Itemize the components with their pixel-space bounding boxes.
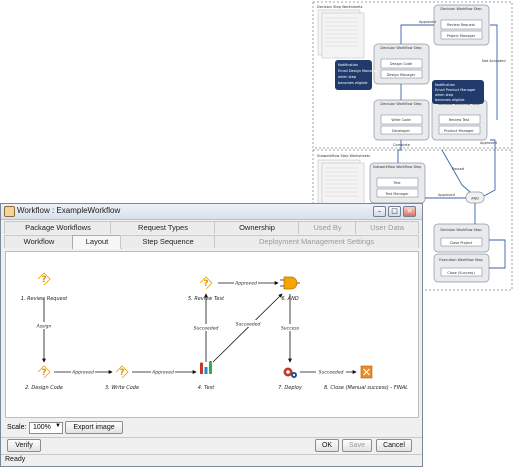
workflow-window: Workflow : ExampleWorkflow – □ × Package… bbox=[0, 203, 423, 467]
decision-question-icon[interactable]: ? bbox=[115, 365, 129, 379]
deploy-gear-icon[interactable] bbox=[283, 367, 298, 379]
svg-text:AND: AND bbox=[471, 197, 479, 201]
maximize-button[interactable]: □ bbox=[388, 206, 401, 217]
status-divider bbox=[1, 454, 422, 455]
node-deploy-label: 7. Deploy bbox=[278, 385, 303, 391]
close-button[interactable]: × bbox=[403, 206, 416, 217]
tab-workflow[interactable]: Workflow bbox=[4, 235, 73, 248]
svg-text:Notification: Notification bbox=[435, 83, 455, 87]
node-design-code-label: 2. Design Code bbox=[25, 385, 63, 391]
bg-notification-left bbox=[335, 60, 372, 90]
node-close-label: 8. Close (Manual success) - FINAL bbox=[324, 385, 408, 391]
verify-button[interactable]: Verify bbox=[7, 439, 41, 452]
window-title: Workflow : ExampleWorkflow bbox=[17, 206, 121, 215]
svg-text:?: ? bbox=[203, 279, 208, 289]
tab-request-types[interactable]: Request Types bbox=[110, 221, 215, 234]
save-button: Save bbox=[342, 439, 372, 452]
svg-text:?: ? bbox=[41, 275, 46, 285]
svg-text:Write Code: Write Code bbox=[391, 118, 410, 122]
svg-text:Not Accepted: Not Accepted bbox=[482, 59, 506, 63]
tab-user-data: User Data bbox=[355, 221, 419, 234]
svg-text:Test: Test bbox=[393, 181, 402, 185]
svg-text:Notification: Notification bbox=[338, 63, 358, 67]
svg-text:when step: when step bbox=[435, 93, 454, 97]
decision-question-icon[interactable]: ? bbox=[199, 276, 213, 290]
status-text: Ready bbox=[5, 456, 26, 463]
decision-steps-group bbox=[312, 1, 513, 149]
node-review-test-label: 5. Review Test bbox=[188, 296, 225, 302]
svg-text:Design Code: Design Code bbox=[390, 62, 412, 66]
svg-text:Review Request: Review Request bbox=[447, 23, 475, 27]
workflow-icon bbox=[4, 206, 15, 217]
bg-notification-right bbox=[432, 80, 484, 104]
svg-text:Complete: Complete bbox=[393, 143, 410, 147]
svg-text:becomes eligible: becomes eligible bbox=[435, 98, 465, 102]
svg-text:Execution Workflow Step: Execution Workflow Step bbox=[439, 258, 483, 262]
edge-label-assign: Assign bbox=[36, 324, 52, 330]
svg-text:Subworkflow Workflow Step: Subworkflow Workflow Step bbox=[373, 165, 422, 169]
svg-text:Design Manager: Design Manager bbox=[387, 73, 416, 77]
title-bar[interactable]: Workflow : ExampleWorkflow – □ × bbox=[1, 204, 422, 220]
chevron-down-icon: ▼ bbox=[55, 423, 61, 429]
svg-text:Decision Workflow Step: Decision Workflow Step bbox=[380, 46, 422, 50]
edge-label-success: Success bbox=[281, 326, 300, 332]
svg-text:Decision Workflow Step: Decision Workflow Step bbox=[380, 102, 422, 106]
ok-button[interactable]: OK bbox=[315, 439, 339, 452]
workflow-graph: Assign Approved Approved Succeeded Succe… bbox=[21, 272, 408, 391]
svg-text:Approved: Approved bbox=[480, 141, 497, 145]
minimize-button[interactable]: – bbox=[373, 206, 386, 217]
subworkflow-group-label: Subworkflow Step Worksheets bbox=[317, 154, 370, 158]
edge-label-succeeded-4-6: Succeeded bbox=[236, 322, 261, 328]
scale-value: 100% bbox=[33, 424, 51, 431]
tab-used-by: Used By bbox=[298, 221, 356, 234]
svg-text:Decision Workflow Step: Decision Workflow Step bbox=[440, 228, 482, 232]
svg-text:Product Manager: Product Manager bbox=[444, 129, 474, 133]
decision-group-label: Decision Step Worksheets bbox=[317, 5, 363, 9]
decision-question-icon[interactable]: ? bbox=[37, 272, 51, 286]
edge-label-approved-3-4: Approved bbox=[151, 370, 174, 376]
svg-text:Approved: Approved bbox=[419, 20, 436, 24]
svg-text:Test Manager: Test Manager bbox=[384, 192, 409, 196]
svg-text:?: ? bbox=[41, 368, 46, 378]
node-and-label: 6. AND bbox=[281, 296, 299, 302]
svg-text:Developer: Developer bbox=[392, 129, 411, 133]
svg-text:Email Product Manager: Email Product Manager bbox=[435, 88, 476, 92]
edge-test-to-and bbox=[212, 293, 283, 363]
edge-label-approved-5-6: Approved bbox=[234, 281, 257, 287]
svg-text:when step: when step bbox=[338, 75, 357, 79]
tab-deployment-management-settings: Deployment Management Settings bbox=[214, 235, 419, 248]
layout-canvas[interactable]: Assign Approved Approved Succeeded Succe… bbox=[5, 251, 419, 418]
svg-text:Decision Workflow Step: Decision Workflow Step bbox=[440, 7, 482, 11]
tab-strip: Package Workflows Request Types Ownershi… bbox=[4, 220, 419, 250]
cancel-button[interactable]: Cancel bbox=[376, 439, 412, 452]
svg-text:Review Test: Review Test bbox=[449, 118, 470, 122]
decision-question-icon[interactable]: ? bbox=[37, 365, 51, 379]
subworkflow-icon[interactable] bbox=[199, 360, 213, 374]
node-test-label: 4. Test bbox=[198, 385, 215, 391]
svg-text:Passed: Passed bbox=[452, 167, 464, 171]
svg-text:Email Design Manager: Email Design Manager bbox=[338, 69, 378, 73]
close-final-icon[interactable] bbox=[360, 365, 373, 379]
tab-ownership[interactable]: Ownership bbox=[214, 221, 299, 234]
scale-select[interactable]: 100% ▼ bbox=[29, 422, 63, 434]
tab-layout[interactable]: Layout bbox=[72, 235, 122, 249]
svg-text:Project Manager: Project Manager bbox=[447, 34, 476, 38]
edge-label-approved-2-3: Approved bbox=[71, 370, 94, 376]
and-gate-icon[interactable] bbox=[280, 276, 300, 290]
svg-text:Approved: Approved bbox=[438, 193, 455, 197]
node-review-request-label: 1. Review Request bbox=[21, 296, 69, 302]
divider bbox=[1, 437, 422, 438]
scale-label: Scale: bbox=[7, 424, 27, 431]
tab-package-workflows[interactable]: Package Workflows bbox=[4, 221, 111, 234]
svg-text:Close (Success): Close (Success) bbox=[447, 271, 475, 275]
svg-text:?: ? bbox=[119, 368, 124, 378]
svg-text:becomes eligible: becomes eligible bbox=[338, 81, 368, 85]
edge-label-succeeded-4-5: Succeeded bbox=[194, 326, 219, 332]
svg-text:Close Project: Close Project bbox=[450, 241, 473, 245]
export-image-button[interactable]: Export image bbox=[65, 421, 123, 434]
tab-step-sequence[interactable]: Step Sequence bbox=[120, 235, 215, 248]
edge-label-succeeded-7-8: Succeeded bbox=[319, 370, 344, 376]
node-write-code-label: 3. Write Code bbox=[105, 385, 139, 391]
